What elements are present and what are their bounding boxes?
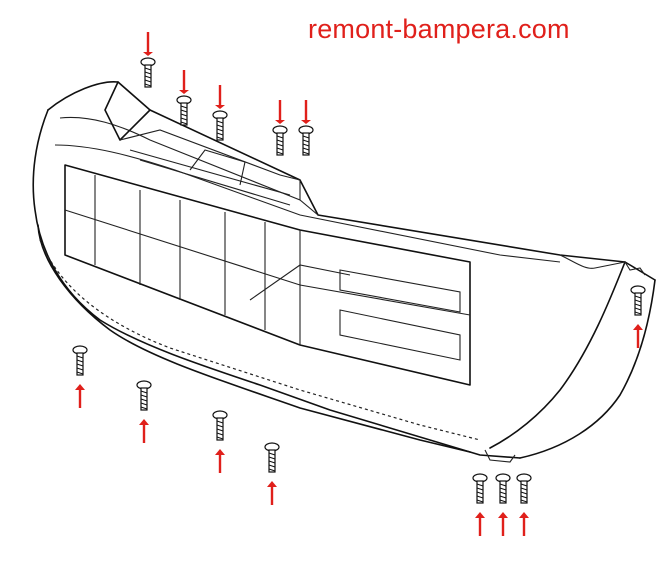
screw-icon [630,285,646,316]
screw-icon [272,125,288,156]
screw-icon [264,442,280,473]
arrow-up-icon [215,449,225,473]
screw-icon [72,345,88,376]
screw-icon [516,473,532,504]
arrow-down-icon [275,100,285,124]
screw-icon [212,410,228,441]
screw-icon [212,110,228,141]
screw-icon [140,57,156,88]
watermark-text: remont-bampera.com [308,14,570,44]
bumper-cover [32,81,656,463]
arrow-up-icon [139,419,149,443]
screw-icon [495,473,511,504]
arrow-up-icon [475,512,485,536]
arrow-up-icon [75,384,85,408]
screw-icon [298,125,314,156]
arrow-down-icon [215,85,225,109]
screw-group [72,57,646,504]
arrow-group [75,32,643,536]
arrow-down-icon [179,70,189,94]
screw-icon [176,95,192,126]
screw-icon [472,473,488,504]
screw-icon [136,380,152,411]
arrow-up-icon [267,481,277,505]
arrow-up-icon [633,324,643,348]
arrow-up-icon [498,512,508,536]
arrow-up-icon [519,512,529,536]
arrow-down-icon [143,32,153,56]
arrow-down-icon [301,100,311,124]
